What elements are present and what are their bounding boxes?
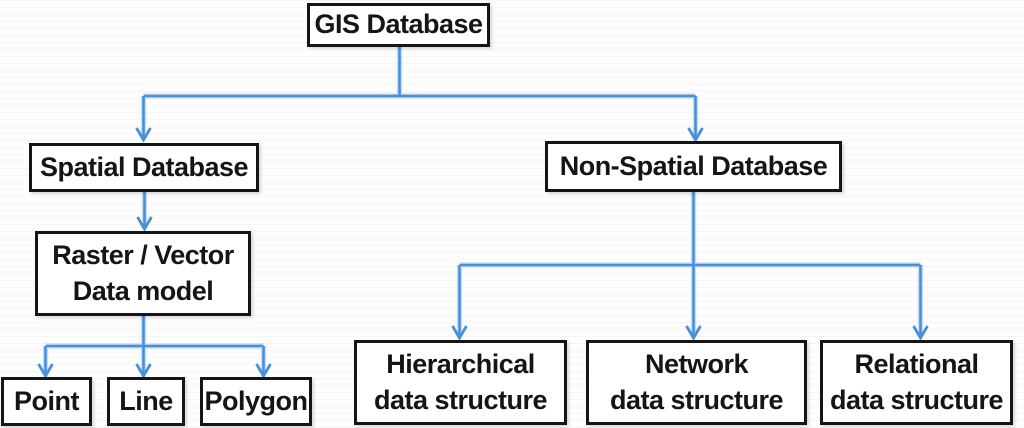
node-raster-vector-data-model: Raster / Vector Data model <box>35 231 251 316</box>
node-label-line1: Network <box>644 349 749 380</box>
node-label-line2: data structure <box>373 384 548 415</box>
node-label: GIS Database <box>314 9 483 40</box>
node-label-line2: data structure <box>609 384 784 415</box>
node-line: Line <box>107 377 185 426</box>
node-gis-database: GIS Database <box>307 3 490 47</box>
node-label-line2: data structure <box>829 384 1004 415</box>
node-network-data-structure: Network data structure <box>586 340 807 425</box>
node-label: Non-Spatial Database <box>559 150 828 181</box>
node-label-line1: Raster / Vector <box>52 240 234 271</box>
node-spatial-database: Spatial Database <box>29 143 259 192</box>
node-label: Polygon <box>204 385 309 416</box>
node-label-line1: Hierarchical <box>386 349 535 380</box>
node-label: Line <box>119 385 173 416</box>
node-non-spatial-database: Non-Spatial Database <box>545 141 842 192</box>
node-label-line2: Data model <box>72 275 214 306</box>
node-label-line1: Relational <box>854 349 979 380</box>
node-hierarchical-data-structure: Hierarchical data structure <box>354 340 567 425</box>
node-point: Point <box>1 377 92 426</box>
node-label: Spatial Database <box>39 151 249 182</box>
node-polygon: Polygon <box>200 377 312 426</box>
node-relational-data-structure: Relational data structure <box>820 340 1013 425</box>
node-label: Point <box>14 385 80 416</box>
